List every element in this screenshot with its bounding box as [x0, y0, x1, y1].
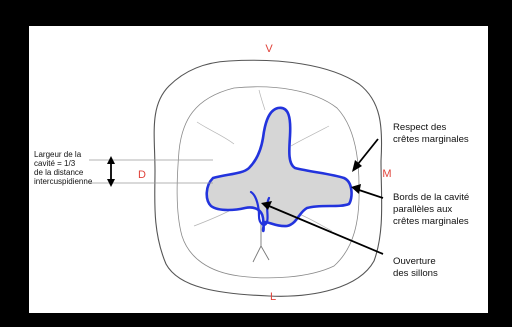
direction-left-label: D	[138, 169, 146, 181]
marginal-ridges-line-2: crêtes marginales	[393, 134, 469, 145]
direction-top-label: V	[265, 43, 273, 55]
groove-opening-callout: Ouverture des sillons	[393, 256, 438, 279]
marginal-ridges-callout: Respect des crêtes marginales	[393, 122, 469, 145]
diagram-card: V L D M Largeur de la cavité = 1/3 de la…	[29, 26, 488, 313]
width-note-line-1: Largeur de la	[34, 150, 82, 159]
marginal-ridges-line-1: Respect des	[393, 122, 447, 133]
tooth-cavity-diagram: V L D M Largeur de la cavité = 1/3 de la…	[29, 26, 488, 313]
width-note-line-2: cavité = 1/3	[34, 159, 76, 168]
cavity-outline	[207, 108, 352, 231]
cavity-walls-line-3: crêtes marginales	[393, 216, 469, 227]
width-note: Largeur de la cavité = 1/3 de la distanc…	[34, 150, 93, 186]
width-arrow-icon	[107, 156, 115, 187]
cavity-walls-line-2: parallèles aux	[393, 204, 452, 215]
cavity-walls-line-1: Bords de la cavité	[393, 192, 469, 203]
groove-opening-line-2: des sillons	[393, 268, 438, 279]
direction-right-label: M	[382, 168, 391, 180]
width-note-line-3: de la distance	[34, 168, 84, 177]
direction-bottom-label: L	[270, 291, 276, 303]
groove-opening-line-1: Ouverture	[393, 256, 436, 267]
width-note-line-4: intercuspidienne	[34, 177, 93, 186]
groove-line	[253, 224, 269, 262]
cavity-walls-callout: Bords de la cavité parallèles aux crêtes…	[393, 192, 469, 227]
